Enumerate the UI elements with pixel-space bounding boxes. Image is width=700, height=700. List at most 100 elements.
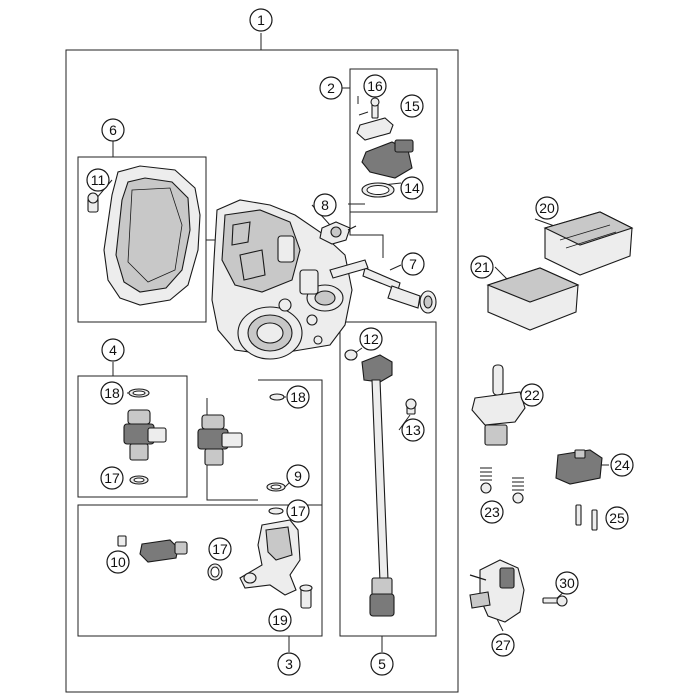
callout-c18a: 18 (100, 381, 124, 405)
callout-circle (100, 381, 124, 405)
callout-circle (470, 255, 494, 279)
callout-c6: 6 (101, 118, 125, 142)
callout-number: 23 (484, 504, 500, 520)
callout-c18b: 18 (286, 385, 310, 409)
callout-number: 27 (495, 637, 511, 653)
assembly-frames (65, 49, 459, 693)
callout-number: 5 (378, 656, 386, 672)
callout-c9: 9 (286, 464, 310, 488)
sensor-group-2 (356, 97, 414, 198)
callout-number: 2 (327, 80, 335, 96)
callout-c1: 1 (249, 8, 273, 32)
callout-circle (401, 252, 425, 276)
callout-c3: 3 (277, 652, 301, 676)
callout-c22: 22 (520, 383, 544, 407)
callout-circle (106, 550, 130, 574)
callout-circle (520, 383, 544, 407)
callout-c15: 15 (400, 94, 424, 118)
screw-30 (542, 595, 568, 607)
callout-circle (555, 571, 579, 595)
callout-number: 18 (290, 389, 306, 405)
callout-c5: 5 (370, 652, 394, 676)
callout-number: 15 (404, 98, 420, 114)
callout-number: 20 (539, 200, 555, 216)
callout-circle (400, 94, 424, 118)
callout-circle (480, 500, 504, 524)
callout-c17c: 17 (208, 537, 232, 561)
callout-circle (401, 418, 425, 442)
callout-c16: 16 (363, 74, 387, 98)
callout-number: 8 (321, 197, 329, 213)
callout-c24: 24 (610, 453, 634, 477)
callout-circle (535, 196, 559, 220)
callout-c23: 23 (480, 500, 504, 524)
frame-group-3 (77, 504, 323, 637)
callout-number: 10 (110, 554, 126, 570)
frame-group-5 (339, 321, 437, 637)
frame-assembly-1 (65, 49, 459, 693)
callout-circle (491, 633, 515, 657)
callout-number: 1 (257, 12, 265, 28)
callout-number: 21 (474, 259, 490, 275)
callout-c2: 2 (319, 76, 343, 100)
callout-c17b: 17 (286, 499, 310, 523)
callout-c14: 14 (400, 176, 424, 200)
throttle-body (211, 199, 353, 360)
group-5-harness (344, 349, 417, 617)
frame-group-2 (349, 68, 438, 213)
frame-group-4 (77, 375, 188, 498)
callout-number: 17 (212, 541, 228, 557)
frame-group-7-link (349, 212, 384, 258)
callout-circle (319, 76, 343, 100)
callout-number: 6 (109, 122, 117, 138)
callout-circle (101, 118, 125, 142)
callout-c20: 20 (535, 196, 559, 220)
callout-c19: 19 (268, 608, 292, 632)
callout-circle (400, 176, 424, 200)
callout-number: 3 (285, 656, 293, 672)
callout-c30: 30 (555, 571, 579, 595)
callout-number: 9 (294, 468, 302, 484)
callout-number: 17 (290, 503, 306, 519)
callout-c17a: 17 (100, 466, 124, 490)
callout-number: 22 (524, 387, 540, 403)
callout-number: 16 (367, 78, 383, 94)
callout-c4: 4 (101, 338, 125, 362)
callout-number: 11 (91, 172, 106, 188)
part-8 (319, 221, 357, 245)
screws-25 (575, 504, 598, 531)
callout-circle (605, 506, 629, 530)
sensor-24 (555, 449, 603, 485)
callout-c12: 12 (359, 327, 383, 351)
callout-circle (86, 168, 110, 192)
callout-circle (286, 499, 310, 523)
callout-leaders (94, 33, 609, 652)
callout-circle (100, 466, 124, 490)
callout-circle (359, 327, 383, 351)
injector-group-3 (197, 393, 286, 515)
callout-number: 24 (614, 457, 630, 473)
callout-circle (101, 338, 125, 362)
sensor-27 (469, 559, 525, 623)
callout-circle (286, 464, 310, 488)
callout-number: 12 (363, 331, 379, 347)
callout-c8: 8 (313, 193, 337, 217)
callout-number: 18 (104, 385, 120, 401)
ecu-20 (543, 211, 634, 276)
callout-circle (277, 652, 301, 676)
cover-group-6 (87, 165, 201, 306)
seal-15-part (356, 117, 394, 141)
callout-number: 4 (109, 342, 117, 358)
callout-number: 13 (405, 422, 421, 438)
frame-group-6 (77, 156, 207, 323)
idle-valve-7 (329, 259, 437, 314)
callout-c10: 10 (106, 550, 130, 574)
callout-circle (208, 537, 232, 561)
callout-circle (313, 193, 337, 217)
callout-c21: 21 (470, 255, 494, 279)
callout-number: 25 (609, 510, 625, 526)
callout-c11: 11 (86, 168, 110, 192)
callout-number: 19 (272, 612, 288, 628)
